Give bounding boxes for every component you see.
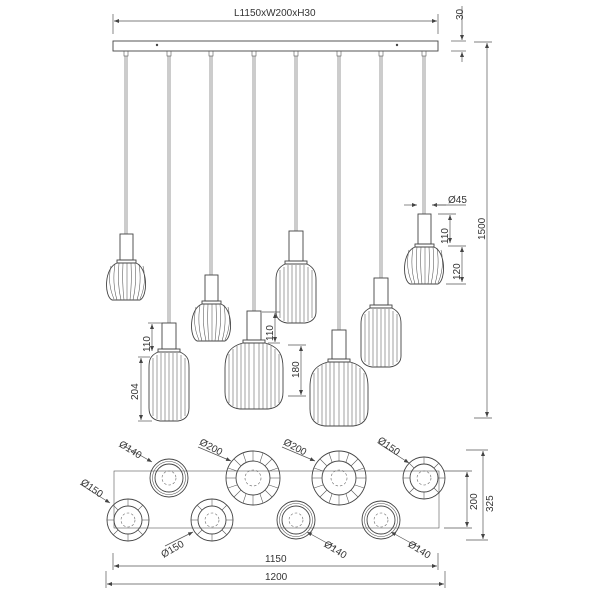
pendant-globe-3	[404, 213, 444, 285]
plan-shade-top-2	[225, 450, 281, 506]
globe-shade-height-label: 120	[452, 263, 463, 280]
wide-shade-dimensions	[262, 311, 306, 397]
total-drop-dimension	[474, 41, 492, 419]
plan-shade-bottom-1	[106, 498, 150, 542]
plan-shade-bottom-2	[190, 498, 234, 542]
plan-length-dimensions	[105, 553, 446, 588]
total-drop-label: 1500	[477, 217, 488, 240]
plan-shade-top-3	[311, 450, 367, 506]
pendant-wide-shade-1	[224, 310, 284, 410]
plan-shade-top-1	[149, 458, 189, 498]
pendant-globe-2	[191, 274, 231, 342]
canopy-length-dimension	[112, 14, 439, 34]
overall-width-label: 325	[485, 495, 496, 512]
canopy-bar	[112, 40, 439, 52]
tall-shade-socket-label: 110	[142, 336, 153, 352]
wide-shade-socket-label: 110	[265, 325, 276, 341]
globe-socket-height-label: 110	[440, 228, 451, 244]
plan-width-dimensions	[444, 449, 488, 541]
plan-view	[79, 442, 488, 588]
wide-shade-height-label: 180	[291, 361, 302, 378]
pendant-globe-1	[106, 233, 146, 301]
pendant-wide-shade-2	[309, 329, 369, 427]
canopy-height-dimension	[451, 6, 466, 62]
socket-diameter-label: Ø45	[448, 195, 467, 206]
globe-socket-height-dimension	[438, 213, 466, 285]
tall-shade-dimensions	[138, 322, 162, 422]
overall-length-label: 1200	[265, 572, 288, 583]
canopy-length-label: 1150	[265, 554, 287, 565]
plan-shade-bottom-3	[276, 500, 316, 540]
plan-shade-bottom-4	[361, 500, 401, 540]
plan-shade-top-4	[402, 456, 446, 500]
tall-shade-height-label: 204	[130, 383, 141, 400]
pendant-tall-shade-2	[275, 230, 317, 324]
canopy-width-label: 200	[469, 493, 480, 510]
pendant-cords	[123, 50, 427, 330]
pendant-tall-shade-3	[360, 277, 402, 368]
canopy-height-label: 30	[455, 8, 466, 20]
canopy-size-label: L1150xW200xH30	[234, 8, 316, 19]
pendant-tall-shade-1	[148, 322, 190, 422]
